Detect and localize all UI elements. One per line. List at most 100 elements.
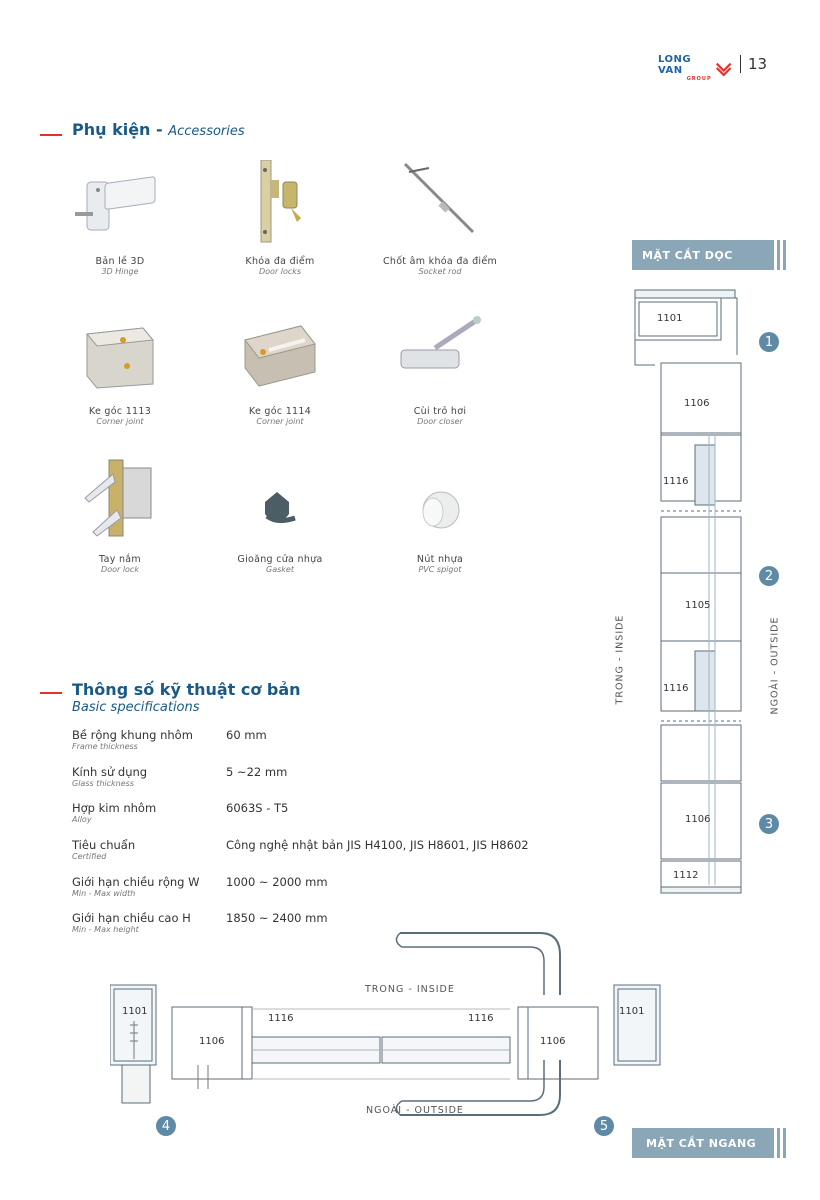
- accessory-name-en: Door closer: [417, 417, 463, 426]
- spec-label: Bề rộng khung nhôm: [72, 728, 193, 742]
- profile-label: 1101: [619, 1006, 645, 1017]
- marker-badge: 1: [759, 332, 779, 352]
- spec-label-en: Alloy: [72, 815, 92, 824]
- profile-label: 1101: [122, 1006, 148, 1017]
- banner-stripe: [777, 240, 780, 270]
- banner-stripe: [783, 1128, 786, 1158]
- brand-name: LONG VAN: [658, 54, 692, 76]
- marker-badge: 3: [759, 814, 779, 834]
- accessory-item: Khóa đa điểm Door locks: [205, 159, 355, 276]
- brand-mark-icon: [715, 62, 732, 77]
- specs-heading: Thông số kỹ thuật cơ bản Basic specifica…: [72, 680, 301, 715]
- profile-label: 1112: [673, 870, 699, 881]
- inside-label: TRONG - INSIDE: [614, 614, 626, 705]
- spec-value: 1850 ~ 2400 mm: [226, 911, 328, 925]
- horizontal-section-drawing: [110, 932, 661, 1116]
- accessory-name-en: Socket rod: [418, 267, 462, 276]
- profile-label: 1106: [685, 814, 711, 825]
- specs-title-en: Basic specifications: [72, 700, 200, 715]
- accessory-name-en: Door locks: [258, 267, 302, 276]
- accessory-name: Cùi trỏ hơi: [413, 406, 467, 417]
- banner-stripe: [777, 1128, 780, 1158]
- accessory-name-en: 3D Hinge: [101, 267, 139, 276]
- pvc-spigot-icon: [422, 491, 460, 529]
- accessory-name-en: Door lock: [101, 565, 139, 574]
- accessory-item: Chốt âm khóa đa điểm Socket rod: [365, 160, 515, 276]
- vertical-section-drawing: [634, 289, 742, 894]
- door-closer-icon: [400, 316, 481, 369]
- profile-label: 1116: [468, 1013, 494, 1024]
- accessory-name: Gioăng cửa nhựa: [237, 554, 323, 565]
- profile-label: 1116: [268, 1013, 294, 1024]
- spec-label: Giới hạn chiều rộng W: [72, 875, 200, 889]
- accessory-item: Bản lề 3D 3D Hinge: [45, 160, 195, 276]
- spec-row: Kính sử dụng Glass thickness 5 ~22 mm: [72, 765, 552, 799]
- specs-title-vi: Thông số kỹ thuật cơ bản: [72, 680, 301, 699]
- hinge-icon: [75, 176, 156, 231]
- profile-label: 1116: [663, 476, 689, 487]
- outside-label: NGOÀI - OUTSIDE: [366, 1105, 464, 1116]
- accessory-name: Bản lề 3D: [95, 256, 145, 267]
- profile-label: 1105: [685, 600, 711, 611]
- accessory-name: Ke góc 1113: [88, 406, 152, 417]
- page-number: 13: [740, 55, 767, 73]
- horizontal-section-banner: MẶT CẮT NGANG: [632, 1128, 774, 1158]
- brand-sub: GROUP: [686, 76, 712, 82]
- marker-badge: 5: [594, 1116, 614, 1136]
- accessory-name-en: Gasket: [266, 565, 294, 574]
- profile-label: 1106: [199, 1036, 225, 1047]
- accessory-name: Khóa đa điểm: [245, 256, 315, 267]
- inside-label: TRONG - INSIDE: [365, 984, 455, 995]
- accessory-item: Nút nhựa PVC spigot: [365, 458, 515, 574]
- spec-row: Tiêu chuẩn Certified Công nghệ nhật bản …: [72, 838, 552, 872]
- profile-label: 1106: [684, 398, 710, 409]
- outside-label: NGOÀI - OUTSIDE: [769, 616, 781, 715]
- spec-label: Giới hạn chiều cao H: [72, 911, 191, 925]
- accessory-item: Cùi trỏ hơi Door closer: [365, 310, 515, 426]
- profile-label: 1116: [663, 683, 689, 694]
- spec-row: Bề rộng khung nhôm Frame thickness 60 mm: [72, 728, 552, 762]
- spec-label: Hợp kim nhôm: [72, 801, 157, 815]
- spec-label-en: Min - Max height: [72, 925, 139, 934]
- spec-value: 1000 ~ 2000 mm: [226, 875, 328, 889]
- gasket-icon: [265, 492, 296, 524]
- accessory-name: Nút nhựa: [416, 554, 464, 565]
- spec-row: Hợp kim nhôm Alloy 6063S - T5: [72, 801, 552, 835]
- profile-label: 1106: [540, 1036, 566, 1047]
- spec-label: Kính sử dụng: [72, 765, 148, 779]
- accessories-heading: Phụ kiện - Accessories: [72, 120, 245, 139]
- banner-stripe: [783, 240, 786, 270]
- accessory-name: Tay nắm: [99, 554, 141, 565]
- accessories-title-vi: Phụ kiện -: [72, 120, 169, 139]
- brand-logo: LONG VAN GROUP: [658, 54, 732, 82]
- vertical-section-title: MẶT CẮT DỌC: [642, 248, 733, 262]
- spec-label-en: Frame thickness: [72, 742, 138, 751]
- accessory-name-en: Corner joint: [256, 417, 304, 426]
- spec-value: Công nghệ nhật bản JIS H4100, JIS H8601,…: [226, 838, 529, 852]
- marker-badge: 4: [156, 1116, 176, 1136]
- spec-row: Giới hạn chiều rộng W Min - Max width 10…: [72, 875, 552, 909]
- accessory-item: Ke góc 1114 Corner joint: [205, 310, 355, 426]
- marker-badge: 2: [759, 566, 779, 586]
- accessory-item: Tay nắm Door lock: [45, 458, 195, 574]
- spec-value: 6063S - T5: [226, 801, 289, 815]
- horizontal-section-title: MẶT CẮT NGANG: [646, 1136, 757, 1150]
- corner-joint-icon: [86, 327, 154, 389]
- socket-rod-icon: [403, 162, 475, 234]
- spec-value: 60 mm: [226, 728, 267, 742]
- section-marker: [40, 692, 62, 694]
- accessory-name-en: PVC spigot: [418, 565, 462, 574]
- accessory-item: Gioăng cửa nhựa Gasket: [205, 458, 355, 574]
- spec-label-en: Min - Max width: [72, 889, 136, 898]
- spec-label: Tiêu chuẩn: [72, 838, 136, 852]
- spec-label-en: Certified: [72, 852, 107, 861]
- profile-label: 1101: [657, 313, 683, 324]
- section-marker: [40, 134, 62, 136]
- accessory-name-en: Corner joint: [96, 417, 144, 426]
- spec-value: 5 ~22 mm: [226, 765, 288, 779]
- spec-row: Giới hạn chiều cao H Min - Max height 18…: [72, 911, 552, 945]
- spec-label-en: Glass thickness: [72, 779, 134, 788]
- vertical-section-banner: MẶT CẮT DỌC: [632, 240, 774, 270]
- accessory-name: Chốt âm khóa đa điểm: [382, 256, 498, 267]
- accessories-title-en: Accessories: [168, 124, 245, 139]
